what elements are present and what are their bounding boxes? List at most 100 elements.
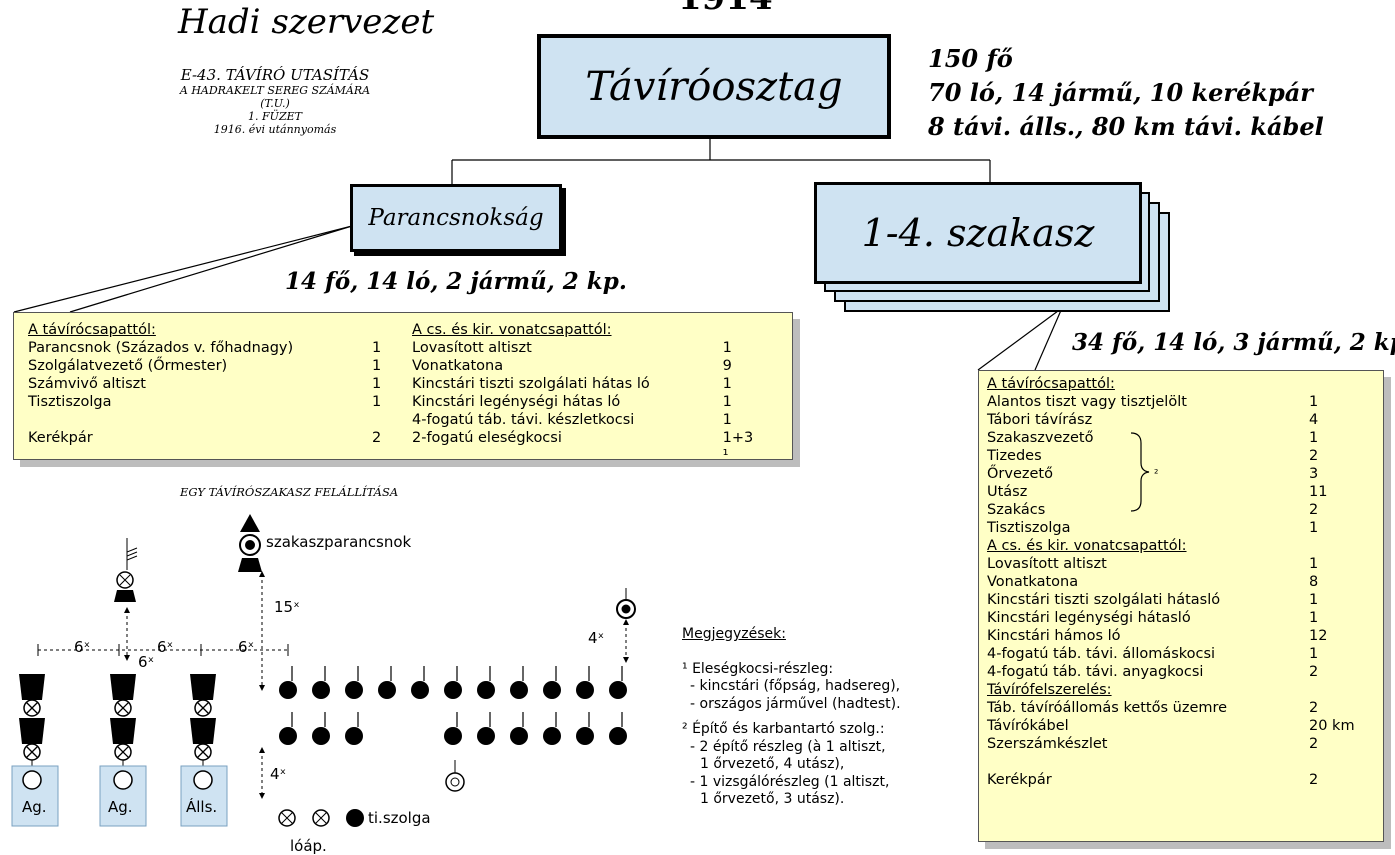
table-row: Szolgálatvezető (Őrmester) 1 <box>28 357 402 375</box>
hq-right-column: A cs. és kir. vonatcsapattól: Lovasított… <box>412 321 762 465</box>
row-value: 4 <box>1309 412 1319 428</box>
row-label: Kincstári tiszti szolgálati hátas ló <box>412 376 650 392</box>
row-value: 1 <box>1309 520 1319 536</box>
row-value: 1 <box>1309 430 1319 446</box>
source-line-4: 1. FÜZET <box>248 110 302 123</box>
platoon-box: 1-4. szakasz <box>814 182 1142 284</box>
row-label: 4-fogatú táb. távi. állomáskocsi <box>987 646 1216 662</box>
distance-15: 15ˣ <box>274 598 300 616</box>
soldier-row-1 <box>278 665 628 700</box>
horse-holder-label: lóáp. <box>290 837 327 855</box>
row-label: Szolgálatvezető (Őrmester) <box>28 358 228 374</box>
hq-box: Parancsnokság <box>350 184 562 252</box>
row-value: 1 <box>1309 592 1319 608</box>
row-value: 3 <box>1309 466 1319 482</box>
source-line-2: A HADRAKELT SEREG SZÁMÁRA <box>179 84 371 97</box>
row-label: Vonatkatona <box>412 358 504 374</box>
row-label: Őrvezető <box>987 466 1053 482</box>
row-label: Lovasított altiszt <box>987 556 1107 572</box>
row-value: 2 <box>1309 700 1319 716</box>
note-1b: - országos járművel (hadtest). <box>690 695 901 712</box>
row-label: Szakács <box>987 502 1046 518</box>
formation-diagram <box>11 514 636 827</box>
brace-icon <box>1130 432 1150 512</box>
top-unit-info-1: 150 fő <box>928 44 1013 73</box>
row-label: Kincstári legénységi hátas ló <box>412 394 621 410</box>
guidon-icon <box>114 538 138 602</box>
row-value: 1 <box>372 358 382 374</box>
note-2c: - 1 vizsgálórészleg (1 altiszt, <box>690 773 890 790</box>
hq-left-column: A távírócsapattól: Parancsnok (Százados … <box>28 321 402 447</box>
wagon-label-2: Ag. <box>108 798 133 816</box>
row-value: 9 <box>722 358 732 374</box>
table-row: Vonatkatona 9 <box>412 357 762 375</box>
platoon-summary: 34 fő, 14 ló, 3 jármű, 2 kp <box>1072 329 1395 356</box>
row-value <box>1309 753 1369 771</box>
note-2d: 1 őrvezető, 3 utász). <box>700 791 845 807</box>
row-label: Lovasított altiszt <box>412 340 532 356</box>
row-label: Kerékpár <box>28 430 93 446</box>
note-1a: - kincstári (főpság, hadsereg), <box>690 678 901 694</box>
row-label: Szakaszvezető <box>987 430 1094 446</box>
row-label: 2-fogatú eleségkocsi <box>412 430 562 446</box>
formation-title: EGY TÁVÍRÓSZAKASZ FELÁLLÍTÁSA <box>180 485 399 499</box>
row-label: Kincstári legénységi hátasló <box>987 610 1191 626</box>
row-label: Alantos tiszt vagy tisztjelölt <box>987 394 1187 410</box>
hq-left-header: A távírócsapattól: <box>28 322 156 338</box>
distance-4-b: 4ˣ <box>270 765 287 783</box>
row-value: 1 <box>722 340 732 356</box>
source-line-1: E-43. TÁVÍRÓ UTASÍTÁS <box>180 66 370 84</box>
row-label: 4-fogatú táb. távi. készletkocsi <box>412 412 635 428</box>
table-row: Kincstári tiszti szolgálati hátas ló 1 <box>412 375 762 393</box>
row-value: 1 <box>1309 610 1319 626</box>
commander-label: szakaszparancsnok <box>266 533 412 551</box>
table-row: Távírókábel 20 km <box>987 717 1377 735</box>
horse-icons <box>278 809 364 827</box>
distance-6-d: 6ˣ <box>138 653 155 671</box>
table-row: Tisztiszolga 1 <box>28 393 402 411</box>
table-row: Őrvezető 3 <box>987 465 1377 483</box>
source-reference: E-43. TÁVÍRÓ UTASÍTÁS A HADRAKELT SEREG … <box>150 66 400 136</box>
row-label <box>28 411 372 429</box>
top-unit-box: Távíróosztag <box>537 34 891 139</box>
note-1: ¹ Eleségkocsi-részleg: <box>682 660 834 677</box>
row-value: 1 <box>372 376 382 392</box>
table-row: Tábori távírász 4 <box>987 411 1377 429</box>
row-value: 20 km <box>1309 718 1355 734</box>
row-value: 1+3 ¹ <box>722 430 754 464</box>
row-label: Tizedes <box>987 448 1042 464</box>
row-label: Szerszámkészlet <box>987 736 1108 752</box>
notes-block: Megjegyzések: ¹ Eleségkocsi-részleg: - k… <box>682 626 982 809</box>
row-label: Parancsnok (Százados v. főhadnagy) <box>28 340 294 356</box>
row-value: 1 <box>372 340 382 356</box>
top-unit-info-3: 8 távi. álls., 80 km távi. kábel <box>928 112 1324 141</box>
hq-right-header: A cs. és kir. vonatcsapattól: <box>412 322 612 338</box>
note-2a: - 2 építő részleg (à 1 altiszt, <box>690 738 886 755</box>
distance-4-a: 4ˣ <box>588 629 605 647</box>
source-line-5: 1916. évi utánnyomás <box>213 123 337 136</box>
row-label: Tisztiszolga <box>28 394 112 410</box>
row-value: 1 <box>1309 556 1319 572</box>
row-value: 1 <box>722 394 732 410</box>
distance-6-a: 6ˣ <box>74 638 91 656</box>
row-label: Utász <box>987 484 1028 500</box>
row-label: Tábori távírász <box>987 412 1093 428</box>
platoon-label: 1-4. szakasz <box>861 211 1095 255</box>
platoon-header-1: A távírócsapattól: <box>987 376 1115 392</box>
row-value: 1 <box>722 376 732 392</box>
header-title: Hadi szervezet <box>178 2 435 42</box>
row-label: Távírókábel <box>987 718 1069 734</box>
row-label: Kincstári hámos ló <box>987 628 1121 644</box>
row-value: 1 <box>372 394 382 410</box>
row-label: Vonatkatona <box>987 574 1079 590</box>
hq-composition-note: A távírócsapattól: Parancsnok (Százados … <box>13 312 793 464</box>
